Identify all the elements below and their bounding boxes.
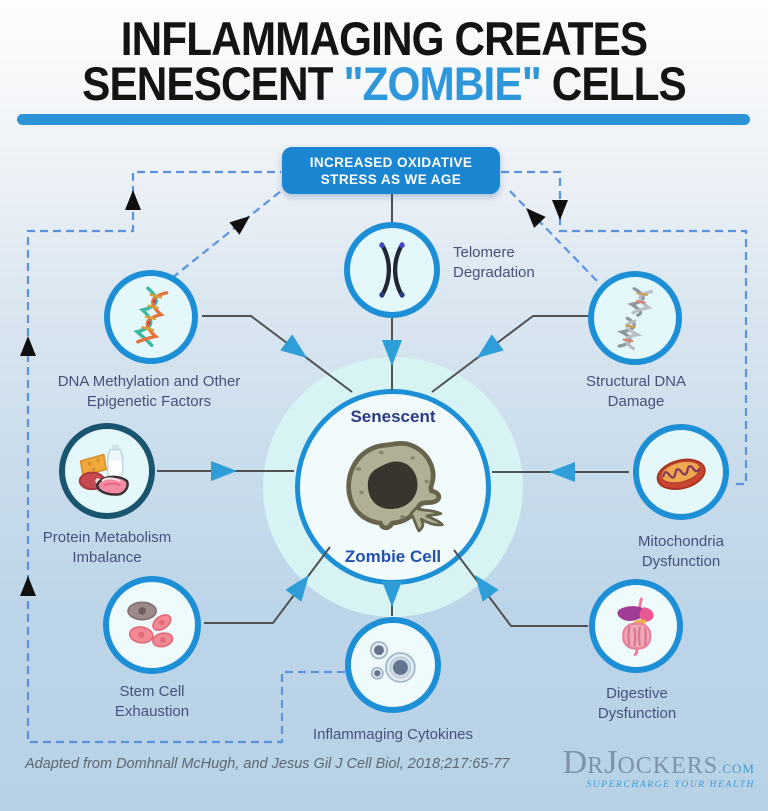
mitochondria-icon <box>656 458 706 491</box>
senescent-label: Senescent <box>350 407 436 426</box>
black-arrow-up-1 <box>125 190 141 210</box>
dna-helix-icon <box>133 286 169 347</box>
label-cytokines: Inflammaging Cytokines <box>312 726 474 743</box>
logo-dotcom: .COM <box>718 761 755 776</box>
zombie-cell-label: Zombie Cell <box>344 547 442 566</box>
blue-arrow-mito <box>549 462 575 482</box>
oxidative-stress-banner: INCREASED OXIDATIVE STRESS AS WE AGE <box>282 147 500 194</box>
broken-dna-icon <box>617 287 654 351</box>
blue-arrow-structural <box>477 334 504 358</box>
label-protein: Protein Metabolism Imbalance <box>42 529 172 566</box>
title-zombie-highlight: "ZOMBIE" <box>343 57 541 110</box>
citation-text: Adapted from Domhnall McHugh, and Jesus … <box>25 756 510 772</box>
label-digestive: Digestive Dysfunction <box>597 685 677 722</box>
label-stem-cell: Stem Cell Exhaustion <box>114 683 190 720</box>
node-protein-metabolism <box>59 423 155 519</box>
dashed-diagonal-left <box>171 190 282 279</box>
label-dna-methylation: DNA Methylation and Other Epigenetic Fac… <box>57 373 241 410</box>
chromosome-icon <box>379 242 405 298</box>
black-arrow-up-3 <box>20 576 36 596</box>
drjockers-logo: DRJOCKERS.COM SUPERCHARGE YOUR HEALTH <box>562 744 755 791</box>
title-underline-bar <box>17 114 750 125</box>
black-arrow-diag-right <box>526 208 546 228</box>
zombie-cell-icon <box>346 441 444 533</box>
label-telomere: Telomere Degradation <box>453 244 535 281</box>
node-stem-cell <box>103 576 201 674</box>
node-dna-methylation <box>104 270 198 364</box>
node-structural-dna <box>588 271 682 365</box>
title-line1: INFLAMMAGING CREATES <box>120 12 648 65</box>
black-arrow-down-right <box>552 200 568 220</box>
black-arrow-diag-left <box>229 216 250 235</box>
blue-arrow-protein <box>211 461 237 481</box>
blue-arrow-dnameth <box>280 334 307 358</box>
black-arrow-up-2 <box>20 336 36 356</box>
digestive-system-icon <box>617 597 654 656</box>
zombie-cell-core: Senescent Zombie Cell <box>295 389 491 585</box>
label-structural-dna: Structural DNA Damage <box>585 373 687 410</box>
node-digestive <box>589 579 683 673</box>
cytokines-icon <box>369 641 416 683</box>
node-mitochondria <box>633 424 729 520</box>
label-mitochondria: Mitochondria Dysfunction <box>638 533 724 570</box>
node-telomere <box>344 222 440 318</box>
page-title: INFLAMMAGING CREATES SENESCENT "ZOMBIE" … <box>0 12 768 110</box>
title-line2: SENESCENT "ZOMBIE" CELLS <box>82 57 687 110</box>
stem-cells-icon <box>127 601 174 648</box>
node-cytokines <box>345 617 441 713</box>
protein-foods-icon <box>78 444 129 496</box>
oxidative-stress-banner-text: INCREASED OXIDATIVE STRESS AS WE AGE <box>309 154 473 187</box>
logo-tagline: SUPERCHARGE YOUR HEALTH <box>586 780 755 790</box>
